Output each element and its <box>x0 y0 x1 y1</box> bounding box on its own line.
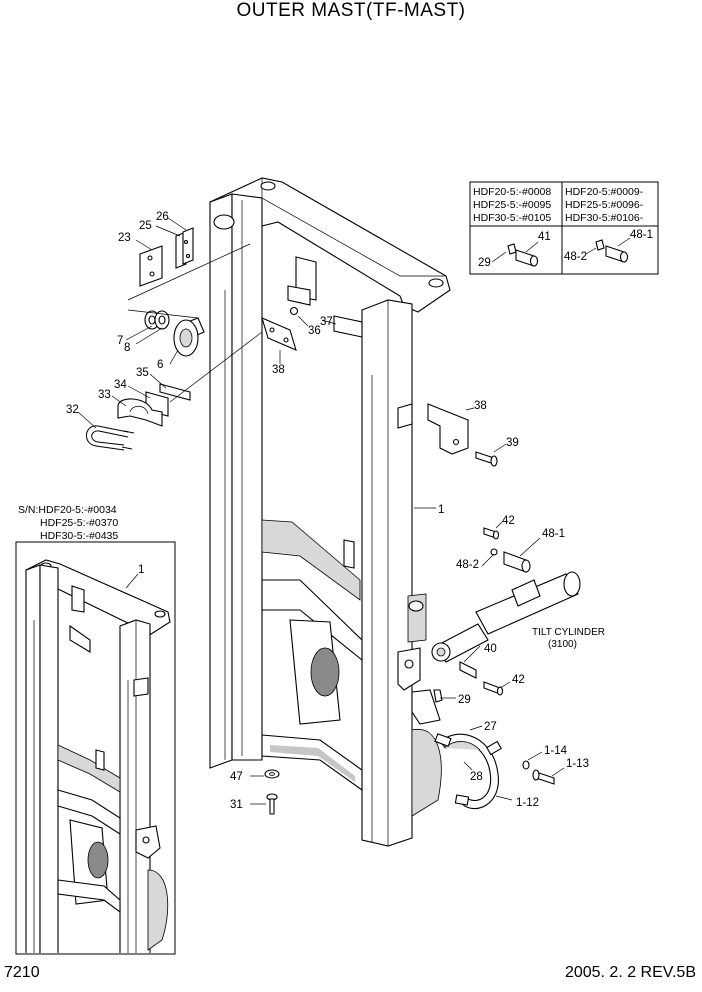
serial-col2-row3: HDF30-5:#0106- <box>565 212 644 224</box>
callout-28: 28 <box>470 771 483 783</box>
callout-36: 36 <box>308 325 321 337</box>
serial-col1-row3: HDF30-5:-#0105 <box>473 212 551 224</box>
callout-32: 32 <box>66 404 79 416</box>
washers-7-8 <box>144 310 170 330</box>
serial-col2-row2: HDF25-5:#0096- <box>565 199 644 211</box>
pin-48 <box>490 548 531 573</box>
page-title: OUTER MAST(TF-MAST) <box>236 0 466 21</box>
bolt-42-upper <box>483 527 500 540</box>
clamp-27-28 <box>434 733 502 810</box>
inset-outer-mast: 1 <box>15 541 176 955</box>
bolt-36 <box>289 306 299 316</box>
serial-col1-row1: HDF20-5:-#0008 <box>473 186 551 198</box>
tilt-cylinder-label: TILT CYLINDER <box>532 627 605 638</box>
plate-23 <box>139 245 163 287</box>
callout-1-13: 1-13 <box>566 758 589 770</box>
callout-1-12: 1-12 <box>516 797 539 809</box>
revision-date: 2005. 2. 2 REV.5B <box>564 964 696 981</box>
serial-col2-part-48-1: 48-1 <box>630 229 653 241</box>
inset-note-line1: S/N:HDF20-5:-#0034 <box>18 504 117 516</box>
tilt-cylinder <box>431 571 581 679</box>
serial-col2-row1: HDF20-5:#0009- <box>565 186 644 198</box>
callout-8: 8 <box>124 342 130 354</box>
bolt-39 <box>475 451 498 467</box>
callout-37: 37 <box>320 316 333 328</box>
callout-38-right: 38 <box>474 400 487 412</box>
callout-35: 35 <box>136 367 149 379</box>
outer-mast-main <box>209 177 451 847</box>
bracket-38-right <box>397 403 469 455</box>
serial-col1-part-41: 41 <box>538 231 551 243</box>
callout-42-lower: 42 <box>512 674 525 686</box>
callout-33: 33 <box>98 389 111 401</box>
inset-note-line2: HDF25-5:-#0370 <box>40 517 118 529</box>
callout-40: 40 <box>484 643 497 655</box>
callout-29: 29 <box>458 694 471 706</box>
nut-29 <box>433 689 443 703</box>
bracket-38-upper <box>261 317 297 351</box>
shim-35 <box>159 383 191 401</box>
callout-25: 25 <box>139 220 152 232</box>
tilt-cylinder-ref: (3100) <box>548 639 577 650</box>
callout-31: 31 <box>230 799 243 811</box>
washer-1-14 <box>522 760 530 770</box>
serial-col1-row2: HDF25-5:-#0095 <box>473 199 551 211</box>
washer-47 <box>264 769 280 779</box>
bearing-6 <box>173 317 205 357</box>
callout-6: 6 <box>157 359 163 371</box>
bolt-42-lower <box>483 681 504 696</box>
serial-table: HDF20-5:-#0008 HDF25-5:-#0095 HDF30-5:-#… <box>469 181 659 275</box>
callout-1-inset: 1 <box>138 564 144 576</box>
cap-33 <box>117 398 163 427</box>
callout-1-main: 1 <box>438 504 444 516</box>
callout-1-14: 1-14 <box>544 745 568 757</box>
crossbar-pin <box>213 214 235 230</box>
callout-39: 39 <box>506 437 519 449</box>
callouts: 23 25 26 7 8 6 35 34 33 32 38 36 37 38 3… <box>66 211 589 811</box>
callout-48-1: 48-1 <box>542 528 565 540</box>
page-number: 7210 <box>4 964 40 981</box>
callout-42-upper: 42 <box>502 515 515 527</box>
serial-col1-part-29: 29 <box>478 257 491 269</box>
inset-note: S/N:HDF20-5:-#0034 HDF25-5:-#0370 HDF30-… <box>18 504 118 542</box>
serial-col2-part-48-2: 48-2 <box>564 251 587 263</box>
callout-47: 47 <box>230 771 243 783</box>
callout-27: 27 <box>484 721 497 733</box>
callout-7: 7 <box>117 335 123 347</box>
callout-26: 26 <box>156 211 169 223</box>
shim-25-26 <box>175 227 194 269</box>
callout-34: 34 <box>114 379 127 391</box>
callout-48-2: 48-2 <box>456 559 479 571</box>
bolt-31 <box>266 793 278 815</box>
leader-lines <box>77 217 565 805</box>
inset-note-line3: HDF30-5:-#0435 <box>40 530 118 542</box>
bolt-1-13 <box>532 769 555 785</box>
callout-38-upper: 38 <box>272 364 285 376</box>
u-bolt-32 <box>86 425 135 451</box>
callout-23: 23 <box>118 232 131 244</box>
